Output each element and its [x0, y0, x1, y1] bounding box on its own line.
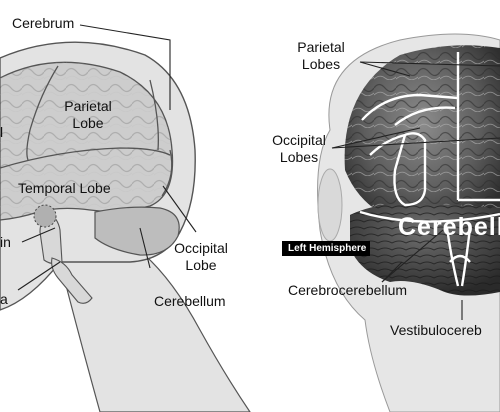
central-sulcus	[26, 65, 59, 161]
label-temporal-lobe: Temporal Lobe	[18, 180, 111, 196]
pituitary-marker	[33, 204, 57, 228]
label-cerebellum-overlay: Cerebellu	[398, 213, 500, 241]
label-cerebrum: Cerebrum	[12, 15, 75, 31]
label-cerebrocerebellum: Cerebrocerebellum	[288, 282, 408, 298]
label-brainstem-fragment: in	[0, 234, 11, 250]
label-occipital-line1: Occipital	[174, 240, 228, 256]
left-spinal-cord	[51, 257, 93, 304]
right-ear	[317, 168, 343, 242]
label-parietal-lobe: Parietal Lobe	[58, 98, 118, 132]
left-cerebellum	[94, 206, 180, 256]
left-leader-lines	[17, 24, 197, 291]
label-occipital-lobes-line2: Lobes	[279, 149, 319, 165]
label-parietal-lobes-line1: Parietal	[297, 39, 345, 55]
label-occipital-lobes-line1: Occipital	[272, 132, 326, 148]
label-cerebellum: Cerebellum	[154, 293, 226, 309]
label-frontal-fragment: l	[0, 124, 4, 140]
left-head-illustration	[0, 41, 251, 412]
label-vestibulocerebellum: Vestibulocereb	[390, 322, 482, 338]
label-pons-fragment: a	[0, 291, 8, 307]
label-parietal-line2: Lobe	[72, 115, 104, 131]
label-parietal-line1: Parietal	[64, 98, 112, 114]
right-leader-lines	[331, 61, 500, 320]
parieto-occipital-line	[149, 79, 159, 151]
lateral-sulcus	[0, 147, 171, 169]
label-occipital-lobes: Occipital Lobes	[266, 132, 332, 166]
left-hemisphere-tag: Left Hemisphere	[282, 241, 371, 256]
label-occipital-lobe: Occipital Lobe	[164, 240, 238, 274]
label-parietal-lobes: Parietal Lobes	[290, 39, 352, 73]
label-occipital-line2: Lobe	[185, 257, 217, 273]
occipital-border	[161, 149, 173, 197]
label-parietal-lobes-line2: Lobes	[301, 56, 341, 72]
lobe-outlines	[359, 52, 500, 287]
left-neck	[59, 239, 251, 412]
right-head-illustration	[317, 33, 500, 412]
